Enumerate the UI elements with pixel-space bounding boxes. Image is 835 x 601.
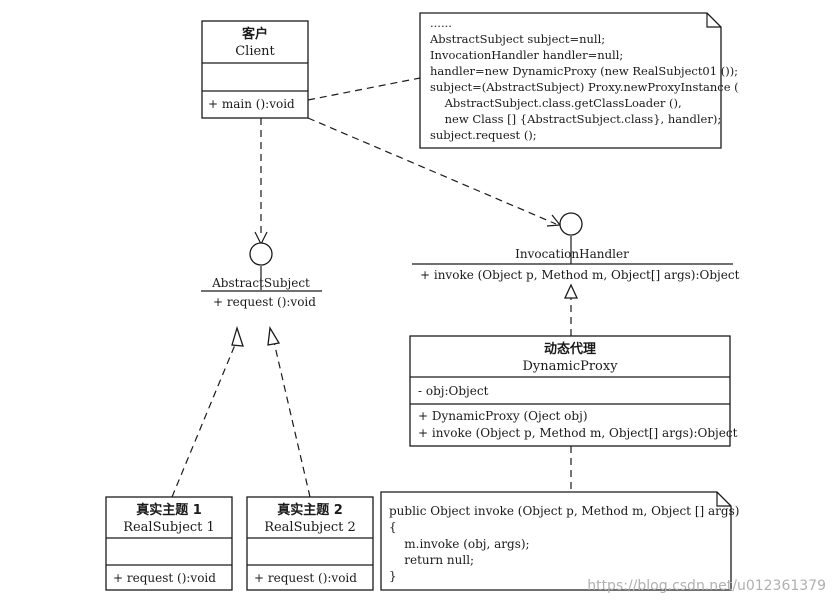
code-note-top: ...... AbstractSubject subject=null; Inv…	[419, 12, 739, 149]
interface-lollipop-icon	[559, 212, 583, 236]
realsubject2-operation: + request ():void	[254, 571, 357, 585]
realsubject1-class: 真实主题 1 RealSubject 1 + request ():void	[105, 496, 233, 591]
note-bottom-line: public Object invoke (Object p, Method m…	[389, 504, 739, 518]
abstractsubject-interface: AbstractSubject + request ():void	[201, 242, 322, 309]
realsubject2-name-en: RealSubject 2	[264, 520, 356, 535]
note-bottom-line: m.invoke (obj, args);	[389, 537, 530, 551]
note-bottom-line: }	[389, 569, 397, 583]
realization-arrowhead	[231, 325, 244, 347]
interface-lollipop-icon	[249, 242, 273, 266]
client-name-en: Client	[235, 44, 275, 59]
note-bottom-line: return null;	[389, 553, 474, 567]
dynamicproxy-attribute: - obj:Object	[418, 384, 489, 398]
abstractsubject-name: AbstractSubject	[211, 276, 310, 290]
note-top-line: AbstractSubject subject=null;	[429, 32, 605, 46]
code-note-bottom: public Object invoke (Object p, Method m…	[380, 491, 739, 591]
dynamicproxy-name-en: DynamicProxy	[522, 359, 618, 374]
client-note-link	[307, 77, 421, 101]
invocationhandler-operation: + invoke (Object p, Method m, Object[] a…	[420, 268, 740, 282]
realization-arrowhead	[563, 283, 579, 299]
note-bottom-line: {	[389, 520, 397, 534]
note-top-line: subject.request ();	[430, 128, 537, 142]
note-top-line: handler=new DynamicProxy (new RealSubjec…	[430, 64, 738, 78]
realsubject2-name-cn: 真实主题 2	[277, 502, 343, 518]
dependency-arrowhead	[254, 231, 268, 246]
abstractsubject-operation: + request ():void	[213, 295, 316, 309]
dynamicproxy-operation: + invoke (Object p, Method m, Object[] a…	[418, 426, 738, 440]
realsubject1-realization	[171, 339, 238, 498]
dynamicproxy-name-cn: 动态代理	[544, 341, 596, 357]
realsubject2-realization	[273, 341, 311, 498]
invocationhandler-interface: InvocationHandler + invoke (Object p, Me…	[412, 212, 740, 282]
dynamicproxy-class: 动态代理 DynamicProxy - obj:Object + Dynamic…	[409, 335, 738, 447]
note-top-line: subject=(AbstractSubject) Proxy.newProxy…	[430, 80, 739, 94]
invocationhandler-name: InvocationHandler	[515, 247, 629, 261]
note-top-line: new Class [] {AbstractSubject.class}, ha…	[430, 112, 721, 126]
note-top-line: AbstractSubject.class.getClassLoader (),	[430, 96, 682, 110]
note-top-line: InvocationHandler handler=null;	[430, 48, 623, 62]
dependency-arrowhead	[546, 214, 562, 227]
client-operation: + main ():void	[208, 97, 295, 111]
dynamicproxy-operation: + DynamicProxy (Oject obj)	[418, 409, 588, 423]
client-name-cn: 客户	[242, 26, 268, 42]
realsubject2-class: 真实主题 2 RealSubject 2 + request ():void	[246, 496, 374, 591]
client-class: 客户 Client + main ():void	[201, 20, 309, 119]
realsubject1-name-en: RealSubject 1	[123, 520, 215, 535]
realsubject1-name-cn: 真实主题 1	[136, 502, 202, 518]
watermark: https://blog.csdn.net/u012361379	[587, 578, 826, 594]
client-to-invocationhandler-dependency	[307, 117, 557, 225]
realization-arrowhead	[267, 326, 281, 346]
realsubject1-operation: + request ():void	[113, 571, 216, 585]
note-top-line: ......	[430, 16, 452, 30]
